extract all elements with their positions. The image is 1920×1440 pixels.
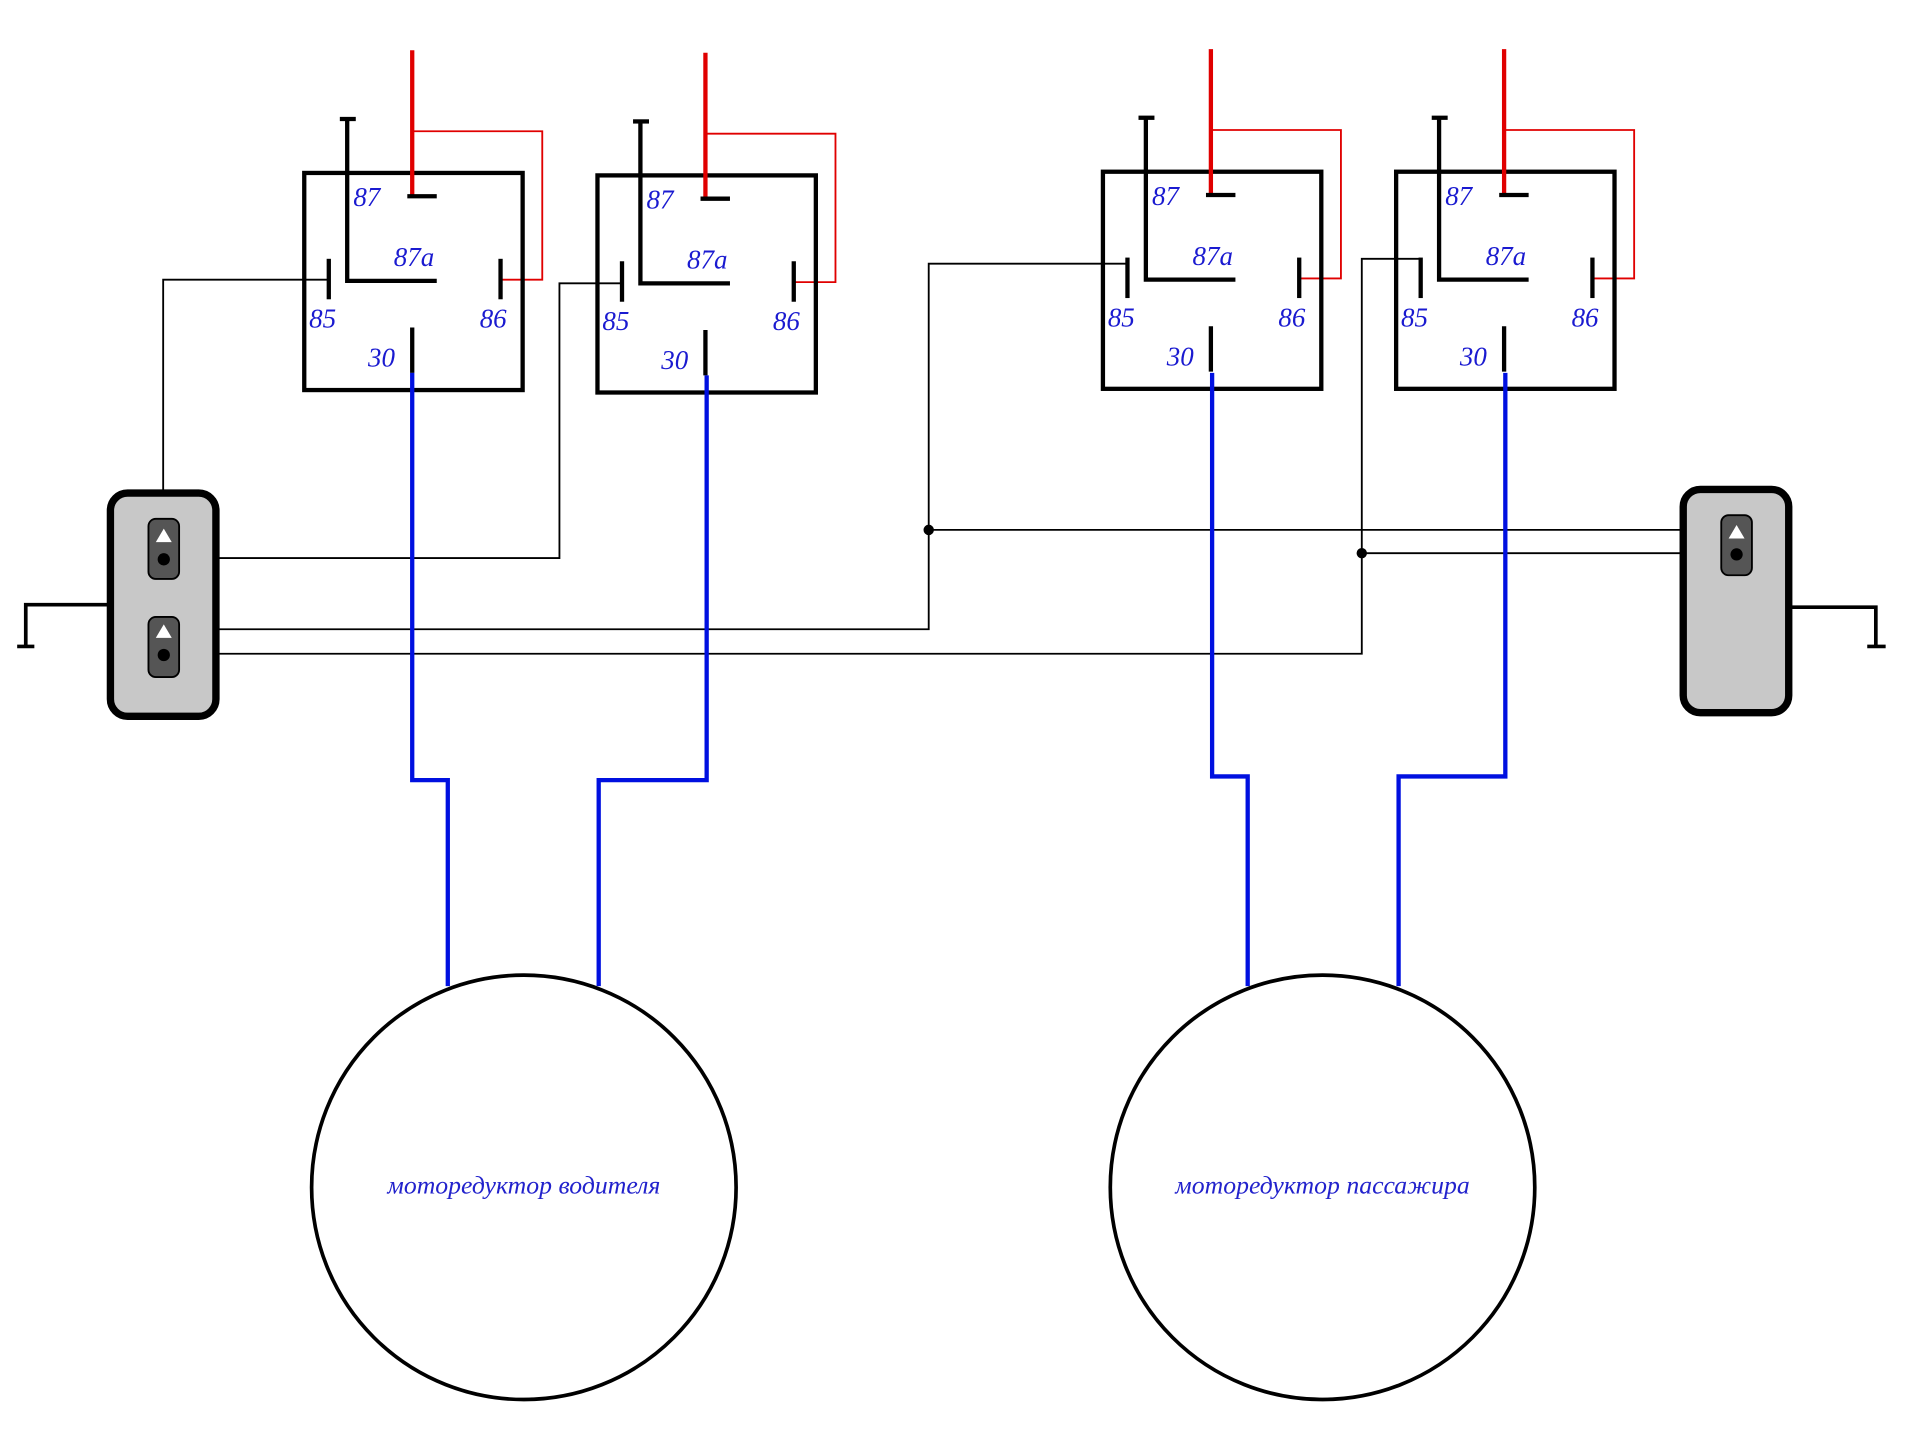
pin-label-86: 86 [773, 306, 800, 336]
down-dot-icon [1730, 548, 1743, 561]
pin-label-87: 87 [1445, 181, 1473, 211]
wire-r4-85-to-driver-down2 [163, 257, 1421, 655]
down-dot-icon [157, 648, 170, 662]
wire-r3-85-to-driver-up2 [163, 262, 1128, 631]
pin-label-85: 85 [1108, 302, 1135, 332]
wire-r3-30-to-passenger-motor [1209, 372, 1250, 987]
passenger-motor: моторедуктор пассажира [1108, 973, 1537, 1402]
wire-r2-30-to-driver-motor [596, 375, 709, 987]
motor-label: моторедуктор водителя [386, 1170, 660, 1199]
driver-switch[interactable] [17, 489, 220, 720]
wire-r2-85-to-driver-down1 [163, 282, 623, 560]
pin-label-86: 86 [1278, 302, 1305, 332]
pin-label-87: 87 [647, 185, 675, 215]
signal-wires [162, 257, 1736, 655]
ground-wire [23, 602, 111, 647]
ground-wire [1789, 605, 1878, 647]
switch-body [1679, 485, 1793, 717]
ground-wire-87a [1143, 117, 1236, 282]
pin-label-87a: 87a [394, 242, 434, 272]
passenger-switch[interactable] [1679, 485, 1886, 717]
pin-label-87a: 87a [687, 245, 727, 275]
pin-label-30: 30 [1459, 342, 1487, 372]
ground-wire-87a [1436, 117, 1529, 282]
junction-dot [1356, 547, 1368, 559]
pin-label-86: 86 [1572, 302, 1599, 332]
pin-label-87a: 87a [1486, 241, 1526, 271]
switch-button-1[interactable] [1720, 514, 1753, 577]
driver-motor: моторедуктор водителя [309, 973, 738, 1402]
pin-label-85: 85 [1401, 302, 1428, 332]
relay-3: 87 87a 85 86 30 [1100, 49, 1342, 391]
motor-circle [309, 973, 738, 1402]
relay-2: 87 87a 85 86 30 [595, 52, 837, 395]
relay-4: 87 87a 85 86 30 [1393, 49, 1636, 391]
pin-label-30: 30 [1166, 342, 1194, 372]
ground-wire-87a [638, 121, 730, 286]
pin-label-85: 85 [309, 303, 336, 333]
wire-r1-30-to-driver-motor [410, 372, 450, 987]
wire-r4-30-to-passenger-motor [1396, 372, 1508, 987]
switch-button-2[interactable] [147, 616, 181, 678]
relay-1: 87 87a 85 86 30 [302, 50, 544, 393]
motor-label: моторедуктор пассажира [1174, 1170, 1469, 1199]
pin-label-85: 85 [602, 306, 629, 336]
down-dot-icon [157, 553, 170, 566]
motor-wires [410, 372, 1508, 987]
up-arrow-icon [155, 528, 172, 543]
pin-label-87: 87 [353, 182, 381, 212]
pin-label-87: 87 [1152, 181, 1180, 211]
switch-body [106, 489, 220, 720]
pin-label-86: 86 [480, 303, 507, 333]
up-arrow-icon [155, 624, 172, 638]
pin-label-30: 30 [367, 343, 395, 373]
pin-label-30: 30 [660, 345, 688, 375]
junction-dot [923, 524, 934, 536]
switch-button-1[interactable] [147, 517, 181, 580]
wire-r1-85-to-driver-up1 [162, 278, 329, 535]
relays-group: 87 87a 85 86 30 87 87a 85 86 30 87 87a 85 86 30 87 87a 85… [302, 49, 1636, 395]
pin-label-87a: 87a [1192, 241, 1232, 271]
motor-circle [1108, 973, 1537, 1402]
ground-wire-87a [345, 118, 437, 284]
up-arrow-icon [1728, 524, 1745, 539]
